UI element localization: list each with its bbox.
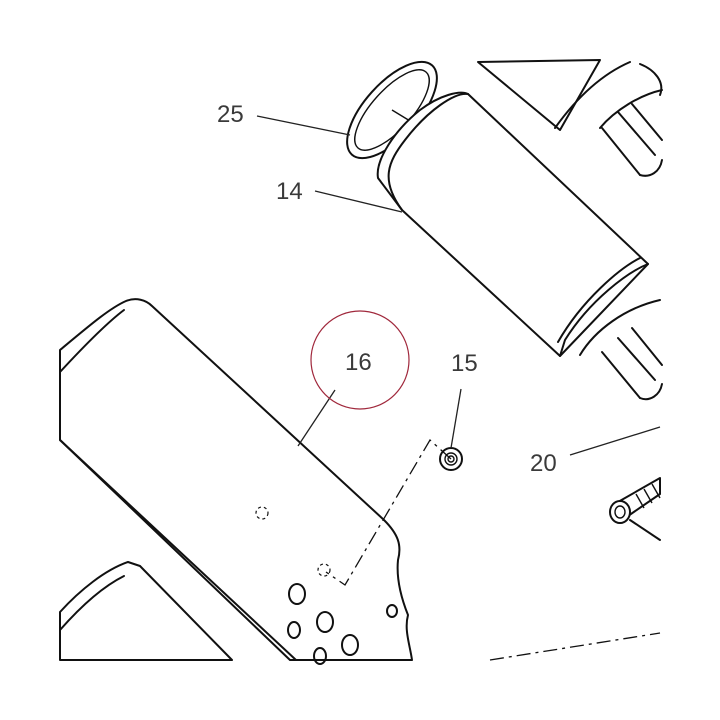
part-16-housing-panel xyxy=(59,298,413,665)
callout-20-label: 20 xyxy=(530,450,557,477)
callout-16-label: 16 xyxy=(345,349,372,376)
assembly-path-15 xyxy=(325,438,452,586)
part-14-cylinder-unit xyxy=(376,59,663,401)
part-20-bolt xyxy=(609,477,661,541)
leader-15 xyxy=(450,388,462,449)
callout-16-highlight-circle xyxy=(310,310,410,410)
leader-20 xyxy=(569,426,661,456)
leader-25 xyxy=(256,115,351,136)
leader-14 xyxy=(314,190,403,213)
leader-16 xyxy=(297,389,336,447)
assembly-path-20 xyxy=(489,632,661,661)
callout-15-label: 15 xyxy=(451,350,478,377)
callout-25-label: 25 xyxy=(217,101,244,128)
callout-14-label: 14 xyxy=(276,178,303,205)
